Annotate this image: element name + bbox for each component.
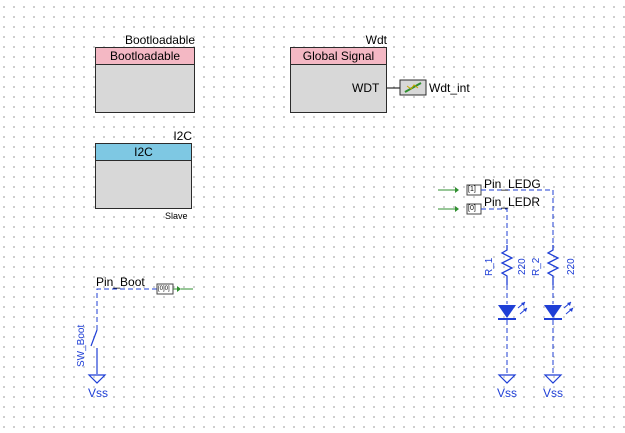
ground-icon[interactable] xyxy=(543,374,563,384)
bootloadable-name: Bootloadable xyxy=(124,33,195,47)
pin-boot-tag: [0]0] xyxy=(158,286,170,292)
ground-icon[interactable] xyxy=(87,374,107,384)
wdt-header: Global Signal xyxy=(291,48,386,65)
global-signal-icon[interactable] xyxy=(399,79,427,96)
vss-label: Vss xyxy=(497,386,518,400)
i2c-name: I2C xyxy=(173,129,192,143)
pin-boot-label: Pin_Boot xyxy=(96,275,145,289)
pin-ledr-tag: [0] xyxy=(468,205,476,212)
i2c-mode-label: Slave xyxy=(165,211,188,221)
vss-label: Vss xyxy=(543,386,564,400)
resistor-r1[interactable] xyxy=(500,245,514,285)
resistor-r2-value: 220 xyxy=(566,258,577,275)
pin-ledg-label: Pin_LEDG xyxy=(484,177,541,191)
resistor-r1-name: R_1 xyxy=(484,257,495,276)
i2c-header: I2C xyxy=(96,144,191,161)
ground-icon[interactable] xyxy=(497,374,517,384)
wdt-net-label: Wdt_int xyxy=(429,81,470,95)
ledr-wire xyxy=(481,208,508,245)
pin-ledg-tag: [1] xyxy=(468,186,476,193)
switch-icon[interactable] xyxy=(90,329,98,374)
wdt-terminal-label: WDT xyxy=(352,81,380,95)
boot-wire xyxy=(96,288,157,330)
pin-ledr-label: Pin_LEDR xyxy=(484,195,541,209)
bootloadable-header: Bootloadable xyxy=(96,48,194,65)
ledg-wire xyxy=(481,189,554,245)
bootloadable-block[interactable]: Bootloadable xyxy=(95,47,195,113)
switch-name: SW_Boot xyxy=(76,324,87,367)
wdt-block[interactable]: Global Signal xyxy=(290,47,387,113)
resistor-r2[interactable] xyxy=(546,245,560,285)
pin-boot-symbol[interactable] xyxy=(156,283,193,295)
led-icon[interactable] xyxy=(498,301,528,320)
led-icon[interactable] xyxy=(544,301,574,320)
resistor-r1-value: 220 xyxy=(517,258,528,275)
resistor-r2-name: R_2 xyxy=(531,257,542,276)
wdt-name: Wdt xyxy=(365,33,387,47)
vss-label: Vss xyxy=(88,386,109,400)
i2c-block[interactable]: I2C xyxy=(95,143,192,209)
